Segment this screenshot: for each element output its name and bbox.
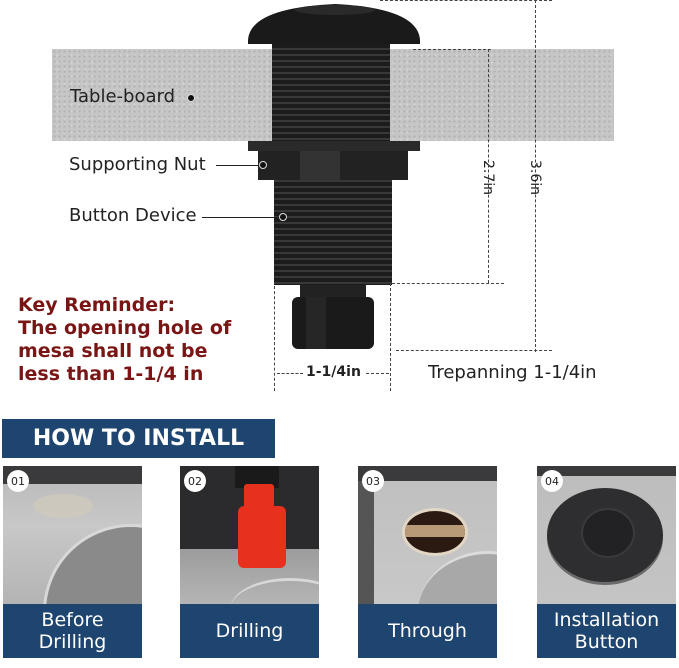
- through-hole-photo: [358, 466, 497, 604]
- supporting-nut-pointer-dot: [259, 161, 267, 169]
- step-caption-line: Button: [574, 631, 639, 653]
- table-board-pointer-dot: [187, 94, 195, 102]
- total-height-dimension-line: [535, 0, 536, 352]
- how-to-install-heading: HOW TO INSTALL: [2, 419, 275, 458]
- width-arrow-right: [366, 373, 389, 374]
- install-step-card: 02 Drilling: [180, 466, 319, 658]
- step-caption: Through: [358, 604, 497, 658]
- before-drilling-photo: [3, 466, 142, 604]
- top-dimension-line: [380, 0, 552, 1]
- nut-bottom-dimension-line: [396, 350, 552, 351]
- trepanning-label: Trepanning 1-1/4in: [428, 362, 597, 383]
- left-width-dimension-line: [274, 286, 275, 391]
- step-number-badge: 02: [184, 470, 206, 492]
- button-device-label: Button Device: [69, 205, 197, 226]
- button-device-illustration: [248, 4, 420, 349]
- key-reminder-line: mesa shall not be: [18, 340, 208, 362]
- short-height-dimension-line: [488, 49, 489, 283]
- button-device-leader-line: [202, 217, 280, 218]
- installed-button-photo: [537, 466, 676, 604]
- step-caption: Drilling: [180, 604, 319, 658]
- drilling-photo: [180, 466, 319, 604]
- step-caption-line: Through: [388, 620, 467, 642]
- step-caption-line: Installation: [553, 609, 660, 631]
- step-caption-line: Drilling: [215, 620, 284, 642]
- step-number-badge: 04: [541, 470, 563, 492]
- key-reminder-title: Key Reminder:: [18, 294, 176, 316]
- step-caption-line: Before: [41, 609, 104, 631]
- step-caption-line: Drilling: [38, 631, 107, 653]
- right-width-dimension-line: [390, 283, 391, 391]
- step-number-badge: 01: [7, 470, 29, 492]
- short-height-value: 2.7in: [480, 160, 496, 196]
- total-height-value: 3.6in: [527, 160, 543, 196]
- body-bottom-dimension-line: [392, 283, 504, 284]
- supporting-nut-label: Supporting Nut: [69, 154, 206, 175]
- button-device-pointer-dot: [279, 213, 287, 221]
- table-board-label: Table-board: [70, 86, 176, 107]
- board-top-dimension-line: [413, 49, 491, 50]
- install-step-card: 03 Through: [358, 466, 497, 658]
- key-reminder-line: less than 1-1/4 in: [18, 363, 204, 385]
- key-reminder: Key Reminder: The opening hole of mesa s…: [18, 294, 231, 386]
- key-reminder-line: The opening hole of: [18, 317, 232, 339]
- width-arrow-left: [277, 373, 303, 374]
- supporting-nut-leader-line: [216, 165, 260, 166]
- body-width-value: 1-1/4in: [306, 364, 361, 380]
- step-number-badge: 03: [362, 470, 384, 492]
